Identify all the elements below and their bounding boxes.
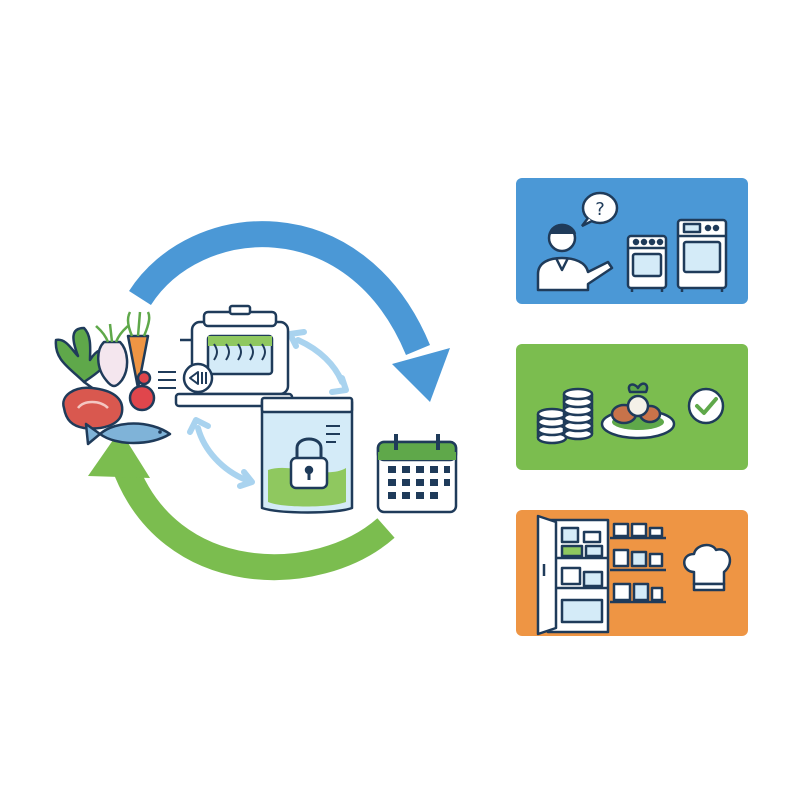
panel-green bbox=[516, 344, 748, 470]
light-blue-arrow-upper bbox=[287, 329, 349, 395]
blue-arrow bbox=[129, 221, 450, 402]
fish-icon bbox=[84, 422, 172, 446]
coin-stack-icon bbox=[536, 387, 594, 445]
range-oven-icon bbox=[676, 218, 728, 292]
turnip-icon bbox=[95, 323, 129, 388]
container-shelf-icon bbox=[610, 522, 666, 604]
meal-plate-icon bbox=[600, 382, 676, 440]
calendar-icon bbox=[376, 434, 458, 514]
chef-hat-icon bbox=[683, 543, 732, 592]
svg-text:?: ? bbox=[595, 199, 605, 220]
fresh-ingredients bbox=[54, 311, 172, 446]
oven-icon bbox=[626, 234, 668, 292]
green-arrow bbox=[88, 430, 395, 581]
refrigerator-icon bbox=[536, 514, 610, 636]
panel-orange bbox=[516, 510, 748, 636]
vacuum-bag-icon bbox=[260, 396, 354, 514]
meat-icon bbox=[62, 386, 124, 430]
person-icon bbox=[536, 223, 614, 292]
tomato-icon bbox=[128, 370, 156, 412]
question-bubble-icon: ? bbox=[581, 191, 619, 228]
light-blue-arrow-lower bbox=[187, 417, 255, 489]
panel-blue: ? bbox=[516, 178, 748, 304]
carrot-icon bbox=[126, 311, 151, 390]
checkmark-icon bbox=[687, 387, 725, 425]
vacuum-sealer-icon bbox=[158, 304, 294, 408]
padlock-icon bbox=[289, 437, 329, 490]
